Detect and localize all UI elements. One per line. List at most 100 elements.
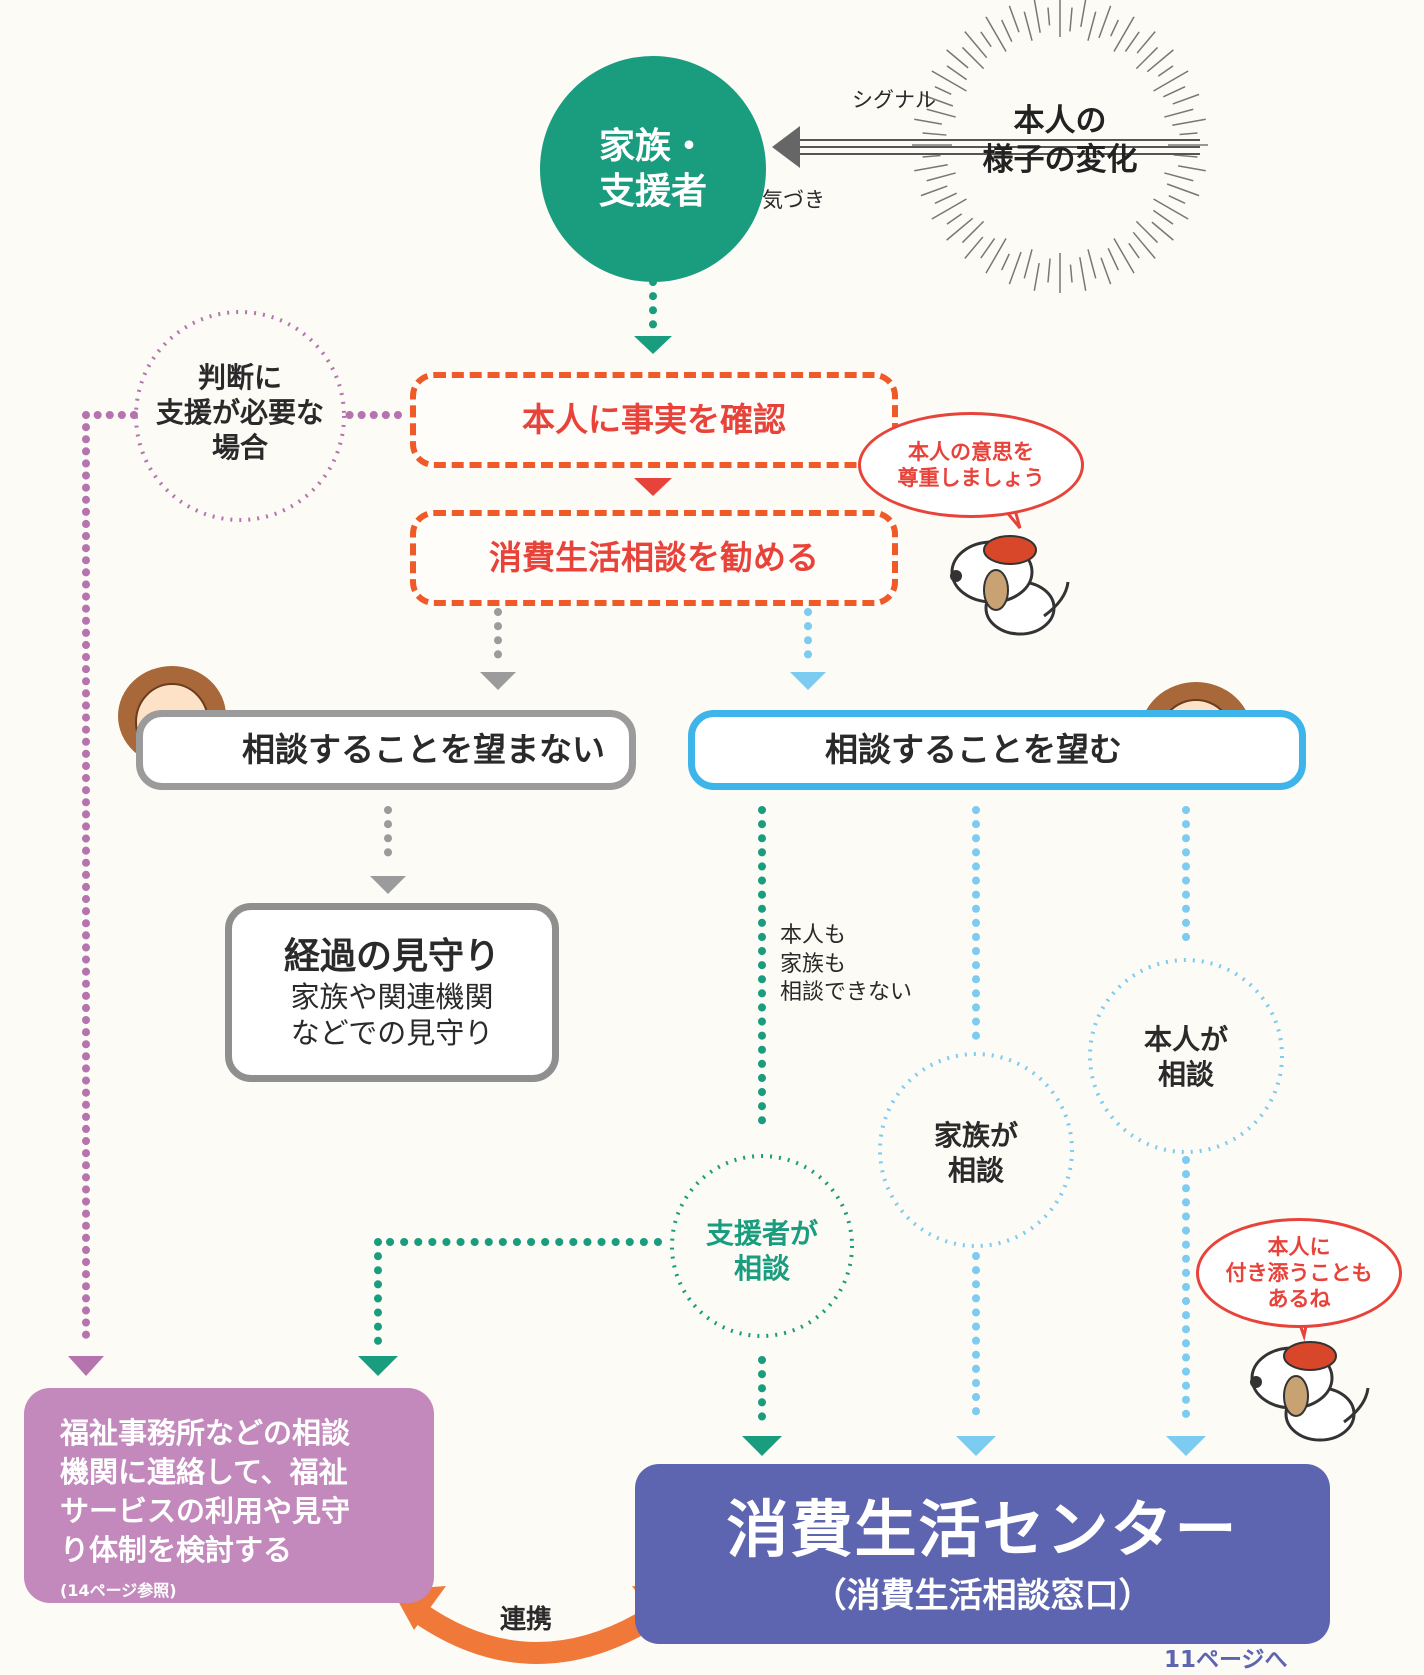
watch-line2: などでの見守り <box>290 1016 494 1050</box>
family-consult-node: 家族が 相談 <box>896 1118 1056 1188</box>
sunburst-ray <box>914 164 948 172</box>
dog-mascot-icon <box>1250 1341 1370 1442</box>
family-line1: 家族・ <box>598 126 707 167</box>
sunburst-ray <box>946 49 969 69</box>
sunburst-ray <box>931 70 967 92</box>
welfare-line1: 福祉事務所などの相談 <box>60 1416 351 1450</box>
sunburst-ray <box>1069 7 1073 32</box>
self-consult-ring <box>1088 958 1284 1154</box>
sunburst-ray <box>1136 31 1156 54</box>
judgment-line1: 判断に <box>197 361 282 394</box>
change-line2: 様子の変化 <box>982 141 1138 178</box>
sunburst-ray <box>920 93 954 107</box>
speech-bubble-accompany: 本人に 付き添うことも あるね <box>1196 1218 1402 1328</box>
want-label: 相談することを望む <box>825 730 1122 770</box>
sunburst-ray <box>964 31 988 59</box>
supporter-line1: 支援者が <box>705 1217 818 1250</box>
self-consult-node: 本人が 相談 <box>1106 1022 1266 1092</box>
sunburst-ray <box>1000 253 1010 271</box>
sunburst-ray <box>1047 258 1051 283</box>
notice-label: 気づき <box>762 188 825 212</box>
family-line2: 支援者 <box>598 171 707 212</box>
sunburst-ray <box>1163 85 1186 98</box>
sunburst-ray <box>1151 221 1174 241</box>
speech-bubble-respect: 本人の意思を 尊重しましょう <box>858 412 1084 518</box>
sunburst-ray <box>1098 5 1112 39</box>
accompany-line1: 本人に <box>1267 1234 1331 1259</box>
connector-supporter-center <box>742 806 782 1456</box>
self-consult-line2: 相談 <box>1157 1058 1214 1091</box>
welfare-line2: 機関に連絡して、福祉 <box>60 1455 348 1490</box>
sunburst-ray <box>1179 132 1198 136</box>
sunburst-ray <box>1132 231 1156 259</box>
sunburst-ray <box>1008 5 1020 33</box>
watch-progress-box: 経過の見守り 家族や関連機関 などでの見守り <box>225 903 559 1082</box>
sunburst-ray <box>1124 31 1140 53</box>
sunburst-ray <box>961 46 985 70</box>
sunburst-ray <box>922 132 947 136</box>
not-want-label: 相談することを望まない <box>242 730 605 770</box>
connector-judgment-welfare <box>68 411 402 1376</box>
sunburst-ray <box>1107 248 1120 271</box>
connector-recommend-want <box>790 608 826 690</box>
sunburst-ray <box>1113 16 1135 52</box>
sunburst-ray <box>980 31 992 48</box>
supporter-line2: 相談 <box>733 1252 790 1285</box>
sunburst-ray <box>985 238 1007 274</box>
watch-line1: 家族や関連機関 <box>290 979 494 1014</box>
sunburst-ray <box>1166 183 1200 197</box>
sunburst-ray <box>1164 172 1194 182</box>
sunburst-ray <box>946 65 968 81</box>
signal-arrow <box>772 126 1200 168</box>
sunburst-ray <box>1135 46 1159 70</box>
change-line1: 本人の <box>1013 103 1107 139</box>
self-consult-line1: 本人が <box>1143 1023 1228 1056</box>
welfare-line3: サービスの利用や見守 <box>60 1494 351 1529</box>
cannot-consult-label: 本人も 家族も 相談できない <box>780 922 912 1008</box>
next-page-link[interactable]: 11ページへ <box>1164 1647 1288 1673</box>
sunburst-ray <box>1128 242 1140 259</box>
confirm-facts-box: 本人に事実を確認 <box>410 372 898 468</box>
sunburst-ray <box>1173 154 1198 158</box>
sunburst-ray <box>985 16 1007 52</box>
family-consult-line2: 相談 <box>947 1154 1004 1187</box>
judgment-line2: 支援が必要な <box>155 396 324 429</box>
sunburst-ray <box>1079 257 1087 291</box>
sunburst-ray <box>1087 11 1097 41</box>
connector-recommend-notwant <box>480 608 516 690</box>
sunburst-ray <box>1100 257 1112 285</box>
watch-title: 経過の見守り <box>283 935 500 977</box>
change-node: 本人の 様子の変化 <box>960 102 1160 180</box>
sunburst-ray <box>1069 264 1073 283</box>
sunburst-ray <box>1110 19 1120 37</box>
recommend-consult-box: 消費生活相談を勧める <box>410 510 898 606</box>
sunburst-ray <box>920 185 948 197</box>
sunburst-ray <box>1023 249 1033 279</box>
family-consult-line1: 家族が <box>933 1119 1018 1152</box>
sunburst-ray <box>1172 118 1206 126</box>
family-consult-ring <box>878 1052 1074 1248</box>
respect-line1: 本人の意思を <box>908 439 1034 464</box>
sunburst-decoration <box>912 0 1208 293</box>
sunburst-ray <box>1164 108 1194 118</box>
sunburst-ray <box>926 108 956 118</box>
sunburst-ray <box>934 85 952 95</box>
welfare-note: (14ページ参照) <box>60 1580 177 1600</box>
connector-self-consult-center <box>1166 806 1206 1456</box>
sunburst-ray <box>1178 165 1206 172</box>
family-supporter-node: 家族・ 支援者 <box>540 56 766 282</box>
center-title: 消費生活センター <box>726 1493 1239 1566</box>
sunburst-ray <box>946 213 963 225</box>
judgment-node: 判断に 支援が必要な 場合 <box>136 360 344 465</box>
sunburst-ray <box>1153 198 1189 220</box>
sunburst-ray <box>946 217 974 241</box>
sunburst-ray <box>1153 70 1189 92</box>
sunburst-ray <box>1135 220 1159 244</box>
sunburst-ray <box>1168 195 1186 205</box>
supporter-consult-node: 支援者が 相談 <box>682 1216 842 1286</box>
not-want-consult-box: 相談することを望まない <box>136 710 636 790</box>
sunburst-ray <box>980 237 996 259</box>
cannot-line2: 家族も <box>780 951 847 977</box>
cooperation-label: 連携 <box>500 1605 553 1635</box>
want-consult-box: 相談することを望む <box>688 710 1306 790</box>
